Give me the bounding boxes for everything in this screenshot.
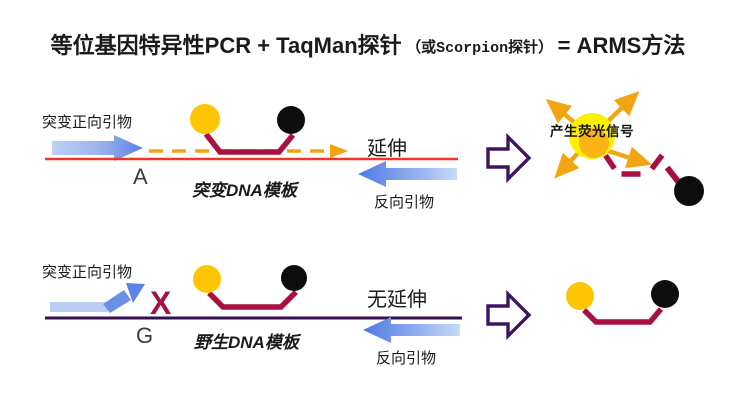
intact-quencher-dot xyxy=(651,280,679,308)
mutant-base-a: A xyxy=(133,164,148,189)
probe-fragment-4 xyxy=(664,165,682,185)
taqman-probe xyxy=(203,132,296,155)
wild-base-g: G xyxy=(136,323,153,348)
reverse-primer-label: 反向引物 xyxy=(374,194,434,211)
fluorescence-signal: 产生荧光信号 xyxy=(545,91,653,179)
bent-primer-shaft xyxy=(103,290,131,313)
fluorescence-ray-se xyxy=(604,146,653,169)
fluorophore-dot xyxy=(190,104,220,134)
mutant-template-label: 突变DNA模板 xyxy=(192,181,300,200)
wild-reverse-primer-arrow-icon xyxy=(363,317,460,343)
probe-fragment-1 xyxy=(603,153,617,171)
wild-taqman-probe xyxy=(207,290,298,310)
extension-arrowhead-icon xyxy=(330,144,348,158)
intact-probe xyxy=(582,307,664,325)
wild-forward-primer-label: 突变正向引物 xyxy=(42,264,132,281)
blocked-x-mark: X xyxy=(150,285,172,321)
result-arrow-icon xyxy=(486,132,532,184)
extension-label: 延伸 xyxy=(367,137,407,160)
intact-fluorophore-dot xyxy=(566,282,594,310)
glow-inner-circle xyxy=(579,128,609,158)
reverse-primer-arrow-icon xyxy=(358,161,457,187)
probe-fragment-2 xyxy=(621,171,641,177)
title-paren: （或Scorpion探针） xyxy=(406,38,553,57)
bent-primer-arrowhead-icon xyxy=(126,283,145,303)
released-quencher-dot xyxy=(674,176,704,206)
wild-template-panel: 突变正向引物 X G 野生DNA模板 无延伸 反向引物 xyxy=(42,264,679,367)
mutant-forward-primer-label: 突变正向引物 xyxy=(42,114,132,131)
no-extension-label: 无延伸 xyxy=(367,288,427,311)
quencher-dot xyxy=(277,106,305,134)
wild-reverse-primer-label: 反向引物 xyxy=(376,350,436,367)
bent-primer-body xyxy=(50,302,108,312)
probe-fragment-3 xyxy=(649,153,665,171)
title-main-left: 等位基因特异性PCR + TaqMan探针 xyxy=(51,33,402,58)
mutant-template-panel: 突变正向引物 A 突变DNA模板 延伸 反向引物 产生荧光信号 xyxy=(42,91,704,211)
wild-fluorophore-dot xyxy=(193,265,221,293)
fluorescence-signal-label: 产生荧光信号 xyxy=(550,123,634,139)
wild-quencher-dot xyxy=(281,265,307,291)
title-main-right: = ARMS方法 xyxy=(558,33,686,58)
wild-template-label: 野生DNA模板 xyxy=(194,333,302,352)
wild-result-arrow-icon xyxy=(486,289,532,341)
diagram-title: 等位基因特异性PCR + TaqMan探针 （或Scorpion探针） = AR… xyxy=(51,33,686,58)
forward-primer-arrow-icon xyxy=(52,135,143,161)
